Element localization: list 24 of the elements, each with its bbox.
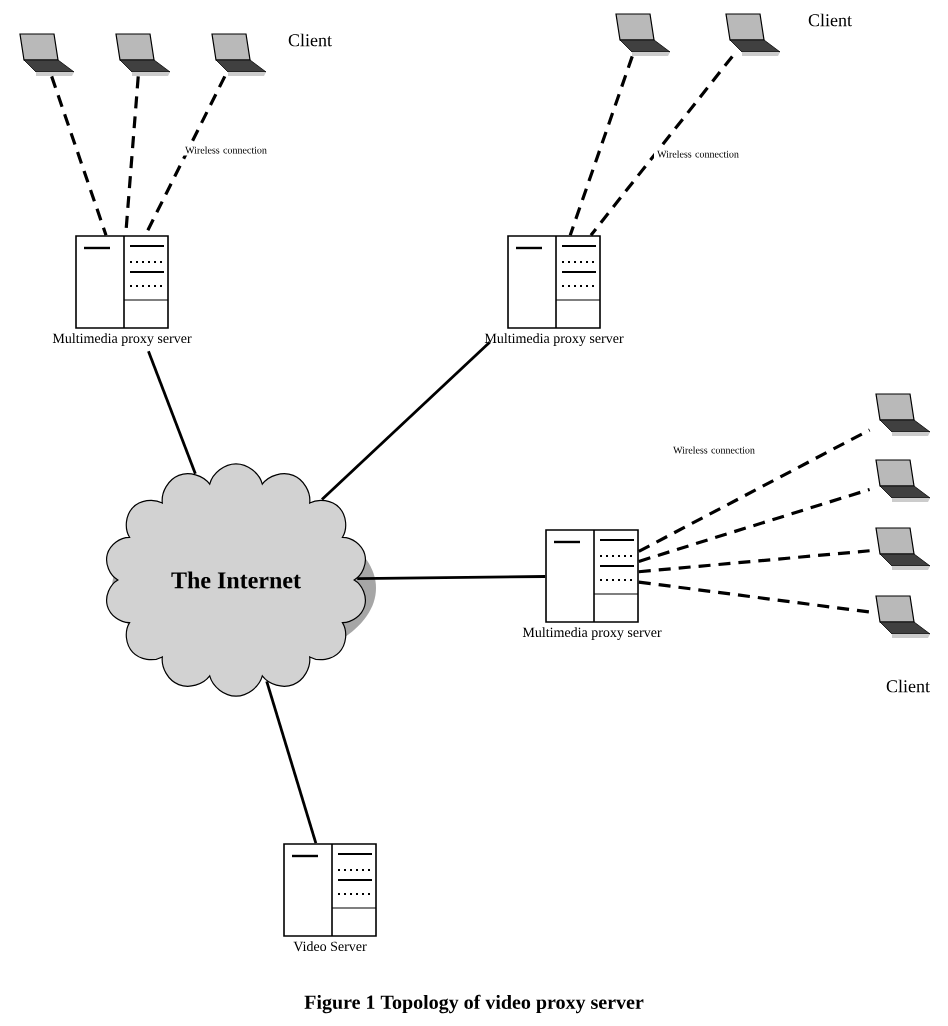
caption: Figure 1 Topology of video proxy server [304,994,644,1014]
wireless-link [50,75,108,236]
laptop-icon [19,33,75,76]
client-label: Client [288,33,332,47]
laptop-icon [115,33,171,76]
laptop-icon [211,33,267,76]
laptop-icon [875,459,931,502]
wireless-link [638,580,870,614]
network-link [265,680,318,844]
wireless-link [638,549,870,574]
wireless-link [589,55,734,237]
wireless-link [638,487,871,563]
laptop-icon [725,13,781,56]
network-link [147,350,197,475]
laptop-icon [615,13,671,56]
client-label: Client [886,679,930,693]
wireless-link [638,428,871,553]
client-label: Client [808,13,852,27]
network-link [321,341,491,501]
wireless-link [568,55,634,236]
laptop-icon [875,595,931,638]
laptop-icon [875,393,931,436]
laptop-icon [875,527,931,570]
wireless-link [143,75,227,236]
